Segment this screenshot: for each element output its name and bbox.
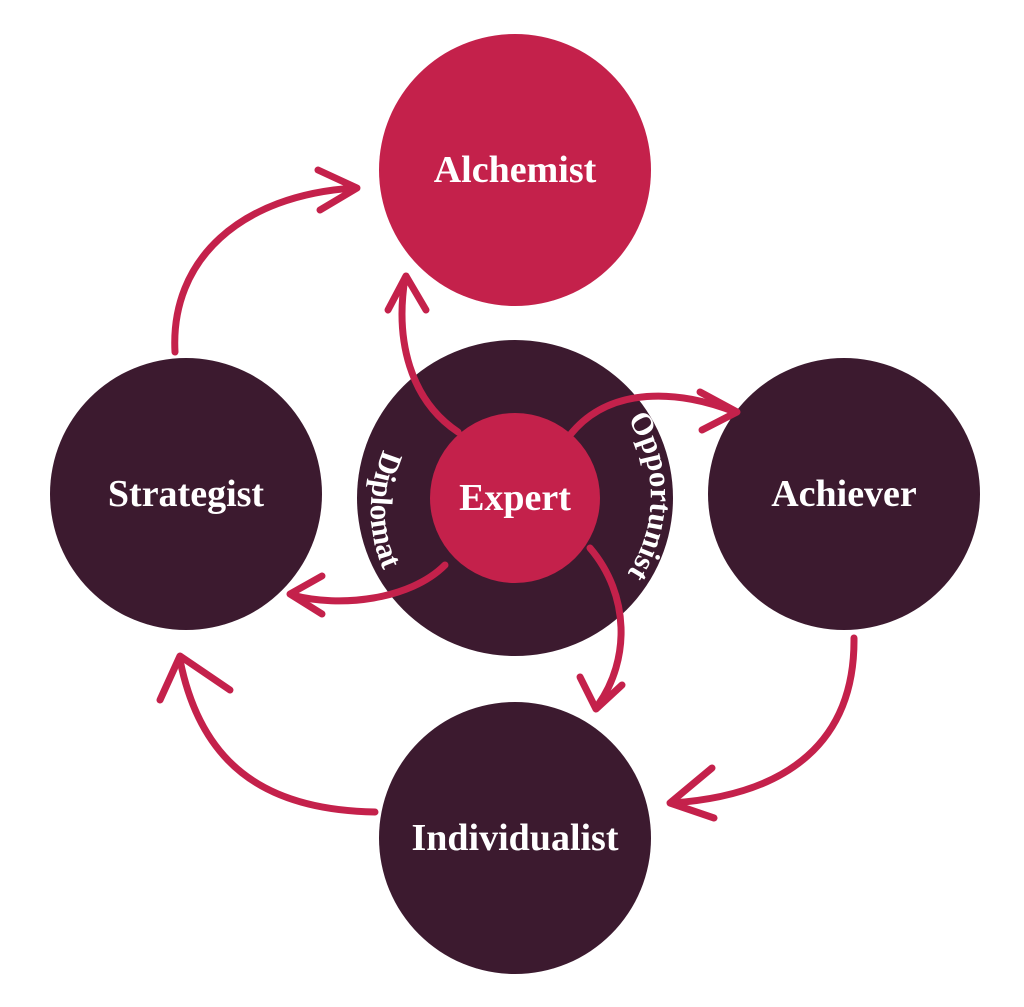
arrow-achiever-to-individualist bbox=[668, 634, 858, 807]
arrow-individualist-to-strategist bbox=[176, 656, 379, 816]
expert-circle bbox=[430, 413, 600, 583]
arrowhead-expert-to-achiever bbox=[696, 388, 741, 434]
alchemist-circle bbox=[379, 34, 651, 306]
arrowhead-achiever-to-individualist bbox=[666, 764, 718, 822]
achiever-label: Achiever bbox=[771, 473, 917, 515]
individualist-label: Individualist bbox=[412, 817, 619, 859]
individualist-circle bbox=[379, 702, 651, 974]
arrows bbox=[156, 166, 858, 822]
expert-label: Expert bbox=[459, 477, 571, 519]
arrow-expert-to-strategist bbox=[288, 561, 449, 605]
arrow-strategist-to-alchemist bbox=[171, 184, 359, 356]
arrowhead-expert-to-individualist bbox=[576, 673, 626, 713]
arrow-expert-to-alchemist bbox=[398, 274, 462, 436]
alchemist-label: Alchemist bbox=[434, 149, 597, 191]
strategist-label: Strategist bbox=[108, 473, 265, 515]
arrow-expert-to-individualist bbox=[586, 544, 625, 709]
arrowhead-strategist-to-alchemist bbox=[314, 166, 361, 214]
arrowhead-individualist-to-strategist bbox=[156, 652, 234, 704]
achiever-circle bbox=[708, 358, 980, 630]
arrowhead-expert-to-alchemist bbox=[384, 272, 430, 314]
strategist-circle bbox=[50, 358, 322, 630]
arrow-expert-to-achiever bbox=[566, 392, 739, 439]
arrowhead-expert-to-strategist bbox=[286, 572, 326, 618]
